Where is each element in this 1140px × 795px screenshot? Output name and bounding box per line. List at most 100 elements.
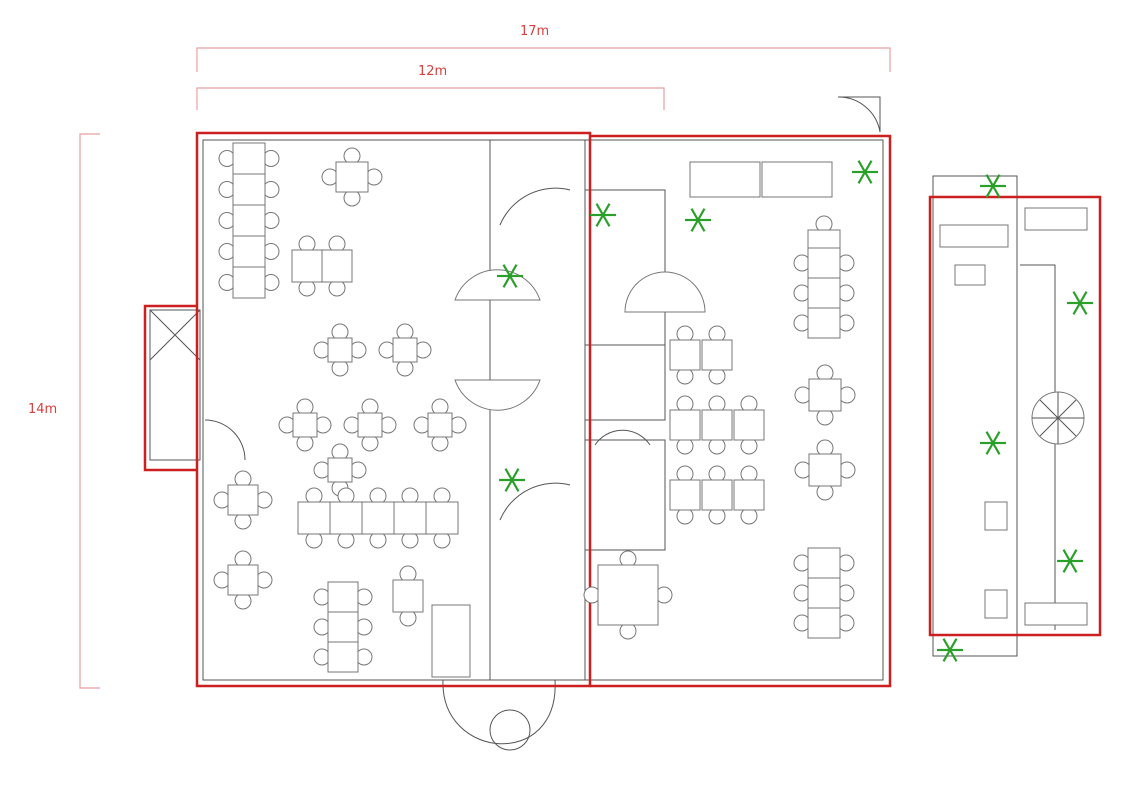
plant-leaf — [985, 174, 994, 187]
plant-leaf — [985, 185, 994, 198]
table-top — [232, 142, 266, 175]
table-top — [807, 577, 841, 609]
plant-leaf — [504, 468, 513, 481]
door-swing-icon — [454, 379, 541, 411]
table-icon — [701, 395, 733, 455]
table-top — [327, 641, 359, 673]
table-top — [1024, 602, 1088, 626]
table-top — [669, 339, 701, 371]
table-top — [431, 604, 471, 678]
table-icon — [218, 173, 280, 206]
table-top — [427, 412, 453, 438]
table-icon — [278, 398, 332, 452]
plant-leaf — [949, 649, 958, 662]
table-top — [232, 204, 266, 237]
table-icon — [761, 161, 833, 198]
dimension-label-12m: 12m — [418, 64, 447, 79]
table-top — [701, 339, 733, 371]
door-swing-icon — [624, 271, 706, 313]
table-icon — [793, 547, 855, 579]
table-icon — [733, 465, 765, 525]
plant-icon — [980, 431, 1006, 455]
table-top — [329, 501, 363, 535]
plants-layer — [497, 160, 1093, 662]
table-top — [984, 589, 1008, 619]
door-swing-icon — [204, 419, 246, 461]
table-icon — [392, 565, 424, 627]
table-icon — [954, 264, 986, 286]
structure-lines — [149, 96, 1056, 751]
table-icon — [793, 247, 855, 279]
plant-leaf — [602, 214, 611, 227]
table-icon — [793, 277, 855, 309]
plant-leaf — [602, 203, 611, 216]
plant-leaf — [502, 264, 511, 277]
dimension-height: 14m — [28, 133, 100, 689]
table-top — [361, 501, 395, 535]
plant-leaf — [509, 264, 518, 277]
table-top — [984, 501, 1008, 531]
table-icon — [297, 487, 331, 549]
table-icon — [218, 266, 280, 299]
plant-leaf — [992, 174, 1001, 187]
table-top — [393, 501, 427, 535]
plant-leaf — [985, 431, 994, 444]
table-top — [291, 249, 323, 283]
table-icon — [793, 307, 855, 339]
table-icon — [218, 142, 280, 175]
table-top — [232, 235, 266, 268]
plant-leaf — [864, 171, 873, 184]
table-top — [808, 453, 842, 487]
table-top — [321, 249, 353, 283]
table-top — [807, 607, 841, 639]
table-top — [954, 264, 986, 286]
plant-icon — [499, 468, 525, 492]
plant-leaf — [697, 219, 706, 232]
table-top — [807, 307, 841, 339]
table-top — [807, 247, 841, 279]
table-top — [761, 161, 833, 198]
table-top — [1024, 207, 1088, 231]
door-swing-icon — [454, 269, 541, 301]
table-top — [808, 378, 842, 412]
table-top — [807, 229, 841, 249]
table-icon — [413, 398, 467, 452]
plant-leaf — [1062, 549, 1071, 562]
table-top — [327, 611, 359, 643]
plant-leaf — [1079, 291, 1088, 304]
table-icon — [343, 398, 397, 452]
table-top — [701, 479, 733, 511]
table-icon — [1024, 602, 1088, 626]
table-top — [733, 409, 765, 441]
table-top — [807, 277, 841, 309]
plant-icon — [937, 638, 963, 662]
table-top — [227, 484, 259, 516]
table-top — [327, 457, 353, 483]
table-icon — [984, 589, 1008, 619]
plant-leaf — [595, 203, 604, 216]
table-icon — [361, 487, 395, 549]
table-icon — [291, 235, 323, 297]
dimension-label-14m: 14m — [28, 402, 57, 417]
curved-bench — [499, 482, 571, 521]
table-top — [425, 501, 459, 535]
table-top — [292, 412, 318, 438]
plant-icon — [590, 203, 616, 227]
plant-leaf — [1069, 560, 1078, 573]
plant-leaf — [504, 479, 513, 492]
table-icon — [669, 325, 701, 385]
table-icon — [329, 487, 363, 549]
table-top — [689, 161, 761, 198]
table-top — [701, 409, 733, 441]
table-icon — [733, 395, 765, 455]
table-top — [733, 479, 765, 511]
plant-leaf — [942, 649, 951, 662]
table-top — [392, 337, 418, 363]
plant-icon — [980, 174, 1006, 198]
plant-leaf — [690, 219, 699, 232]
plant-leaf — [509, 275, 518, 288]
table-icon — [425, 487, 459, 549]
table-top — [232, 266, 266, 299]
plant-leaf — [857, 160, 866, 173]
